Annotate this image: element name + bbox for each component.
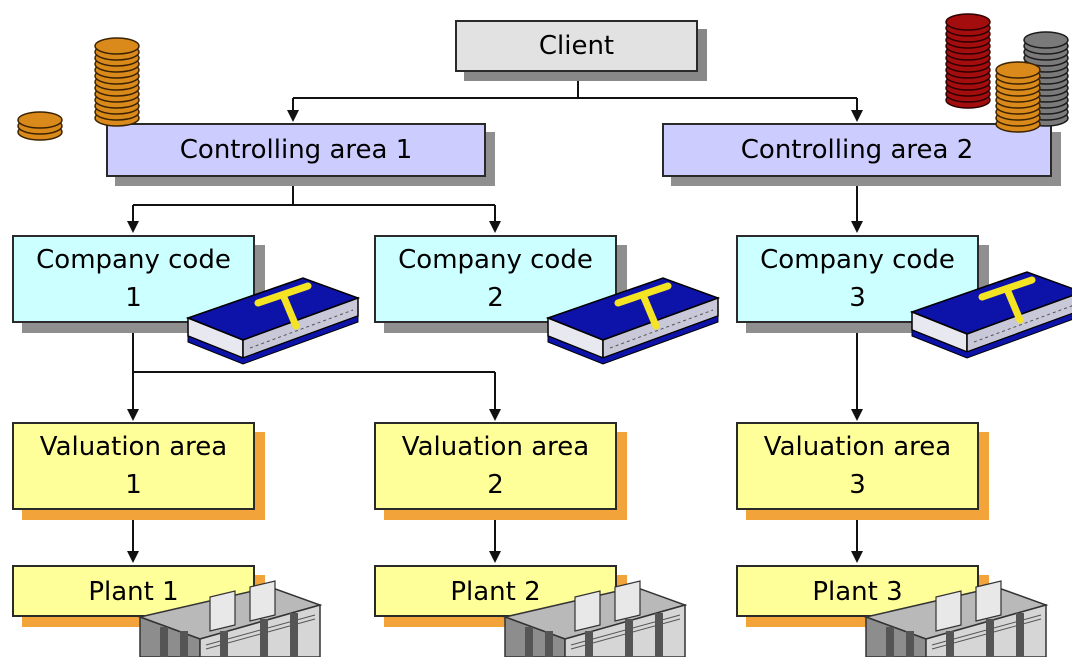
ledger-book-icon-2 bbox=[548, 278, 718, 364]
controlling-area-1-label: Controlling area 1 bbox=[179, 135, 413, 165]
gold-coin-stack-icon bbox=[17, 37, 140, 141]
valuation-area-1-number: 1 bbox=[125, 470, 142, 500]
company-code-1-number: 1 bbox=[125, 283, 142, 313]
company-code-3-number: 3 bbox=[849, 283, 866, 313]
ledger-book-icon-3 bbox=[912, 272, 1072, 358]
controlling-area-2-node: Controlling area 2 bbox=[662, 123, 1052, 177]
plant-3-label: Plant 3 bbox=[812, 577, 903, 607]
valuation-area-2-title: Valuation area bbox=[401, 432, 590, 462]
valuation-area-3-node: Valuation area 3 bbox=[736, 422, 979, 510]
company-code-3-title: Company code bbox=[760, 245, 955, 275]
company-code-2-node: Company code 2 bbox=[374, 235, 617, 323]
company-code-3-node: Company code 3 bbox=[736, 235, 979, 323]
client-label: Client bbox=[538, 31, 615, 61]
gold-coin-stack-right-icon bbox=[995, 61, 1041, 133]
company-code-1-title: Company code bbox=[36, 245, 231, 275]
company-code-2-number: 2 bbox=[487, 283, 504, 313]
valuation-area-1-node: Valuation area 1 bbox=[12, 422, 255, 510]
valuation-area-2-node: Valuation area 2 bbox=[374, 422, 617, 510]
ledger-book-icon-1 bbox=[188, 278, 358, 364]
plant-1-label: Plant 1 bbox=[88, 577, 179, 607]
client-node: Client bbox=[455, 20, 698, 72]
factory-building-icon-1 bbox=[139, 580, 321, 657]
factory-building-icon-3 bbox=[865, 580, 1047, 657]
red-coin-stack-icon bbox=[945, 13, 991, 109]
valuation-area-3-number: 3 bbox=[849, 470, 866, 500]
valuation-area-2-number: 2 bbox=[487, 470, 504, 500]
factory-building-icon-2 bbox=[504, 580, 686, 657]
company-code-2-title: Company code bbox=[398, 245, 593, 275]
valuation-area-3-title: Valuation area bbox=[763, 432, 952, 462]
controlling-area-2-label: Controlling area 2 bbox=[740, 135, 974, 165]
controlling-area-1-node: Controlling area 1 bbox=[106, 123, 486, 177]
valuation-area-1-title: Valuation area bbox=[39, 432, 228, 462]
plant-2-label: Plant 2 bbox=[450, 577, 541, 607]
